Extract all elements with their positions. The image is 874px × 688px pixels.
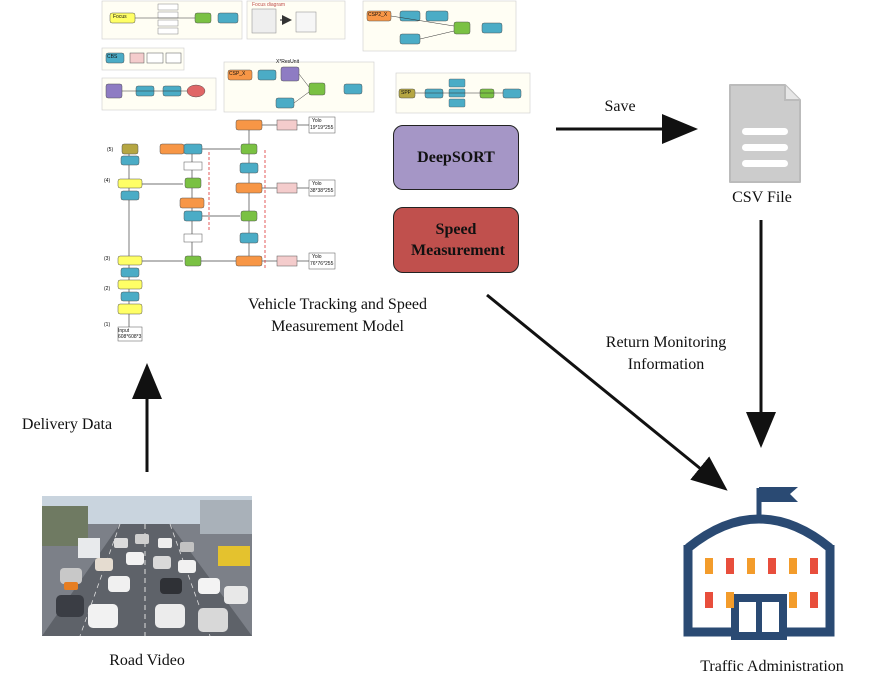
csv-file-label: CSV File — [732, 189, 792, 206]
traffic-photo — [42, 496, 252, 637]
head-3-name: Yolo — [312, 254, 322, 260]
traffic-administration-label: Traffic Administration — [700, 658, 844, 675]
spp-label: SPP — [401, 90, 412, 96]
model-caption-line2: Measurement Model — [271, 318, 404, 335]
document-icon — [729, 84, 801, 183]
cbs-module-panel — [101, 47, 185, 71]
return-monitoring-line1: Return Monitoring — [605, 334, 727, 351]
deepsort-box: DeepSORT — [393, 125, 519, 190]
csp2-label: CSP2_X — [368, 12, 388, 18]
deepsort-label: DeepSORT — [417, 149, 495, 166]
speed-measurement-box: Speed Measurement — [393, 207, 519, 273]
input-size: 608*608*3 — [118, 334, 142, 340]
spp-module-panel — [395, 72, 531, 114]
head-3-size: 76*76*255 — [310, 261, 334, 267]
government-building-icon — [683, 487, 835, 640]
return-monitoring-line2: Information — [627, 356, 705, 373]
return-arrow — [486, 293, 728, 491]
delivery-data-label: Delivery Data — [21, 416, 113, 433]
focus-diagram-panel — [246, 0, 346, 40]
focus-diagram-caption: Focus diagram — [252, 2, 286, 8]
csp1-label: CSP_X — [229, 71, 246, 77]
svg-text:(2): (2) — [104, 286, 110, 292]
head-1-size: 19*19*255 — [310, 125, 334, 131]
return-monitoring-label: Return Monitoring Information — [578, 332, 754, 376]
head-1-name: Yolo — [312, 118, 322, 124]
focus-label: Focus — [113, 14, 127, 20]
csp1-module-panel — [223, 61, 375, 113]
model-caption-line1: Vehicle Tracking and Speed — [247, 296, 428, 313]
head-2-size: 38*38*255 — [310, 188, 334, 194]
resunit-module-panel — [101, 77, 217, 111]
model-caption: Vehicle Tracking and Speed Measurement M… — [205, 294, 470, 338]
speed-measurement-label: Speed Measurement — [411, 221, 505, 259]
svg-text:(5): (5) — [107, 147, 113, 153]
yolo-network-diagram: (5) (4) (3) (2) (1) — [104, 116, 336, 342]
save-label: Save — [604, 98, 636, 115]
focus-module-panel — [101, 0, 243, 40]
csp2-module-panel — [362, 0, 517, 52]
input-label: Input — [118, 328, 130, 334]
svg-text:(4): (4) — [104, 178, 110, 184]
svg-text:(1): (1) — [104, 322, 110, 328]
head-2-name: Yolo — [312, 181, 322, 187]
road-video-label: Road Video — [109, 652, 185, 669]
resunit-group-label: X*ResUnit — [276, 59, 300, 65]
cbs-label: CBS — [107, 54, 118, 60]
svg-text:(3): (3) — [104, 256, 110, 262]
